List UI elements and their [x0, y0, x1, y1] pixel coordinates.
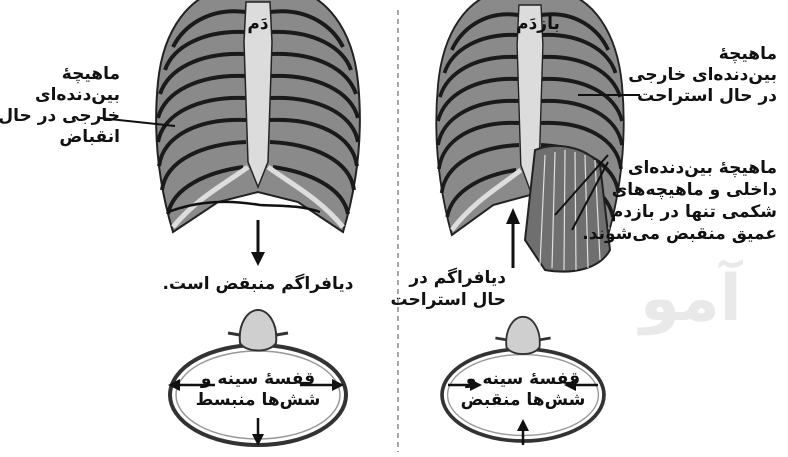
watermark: آمو	[640, 262, 742, 336]
inhale-diaphragm-label: دیافراگم منبقض است.	[148, 274, 368, 295]
inhale-title: دَم	[228, 14, 288, 35]
exhale-title: بازدَم	[498, 14, 578, 35]
